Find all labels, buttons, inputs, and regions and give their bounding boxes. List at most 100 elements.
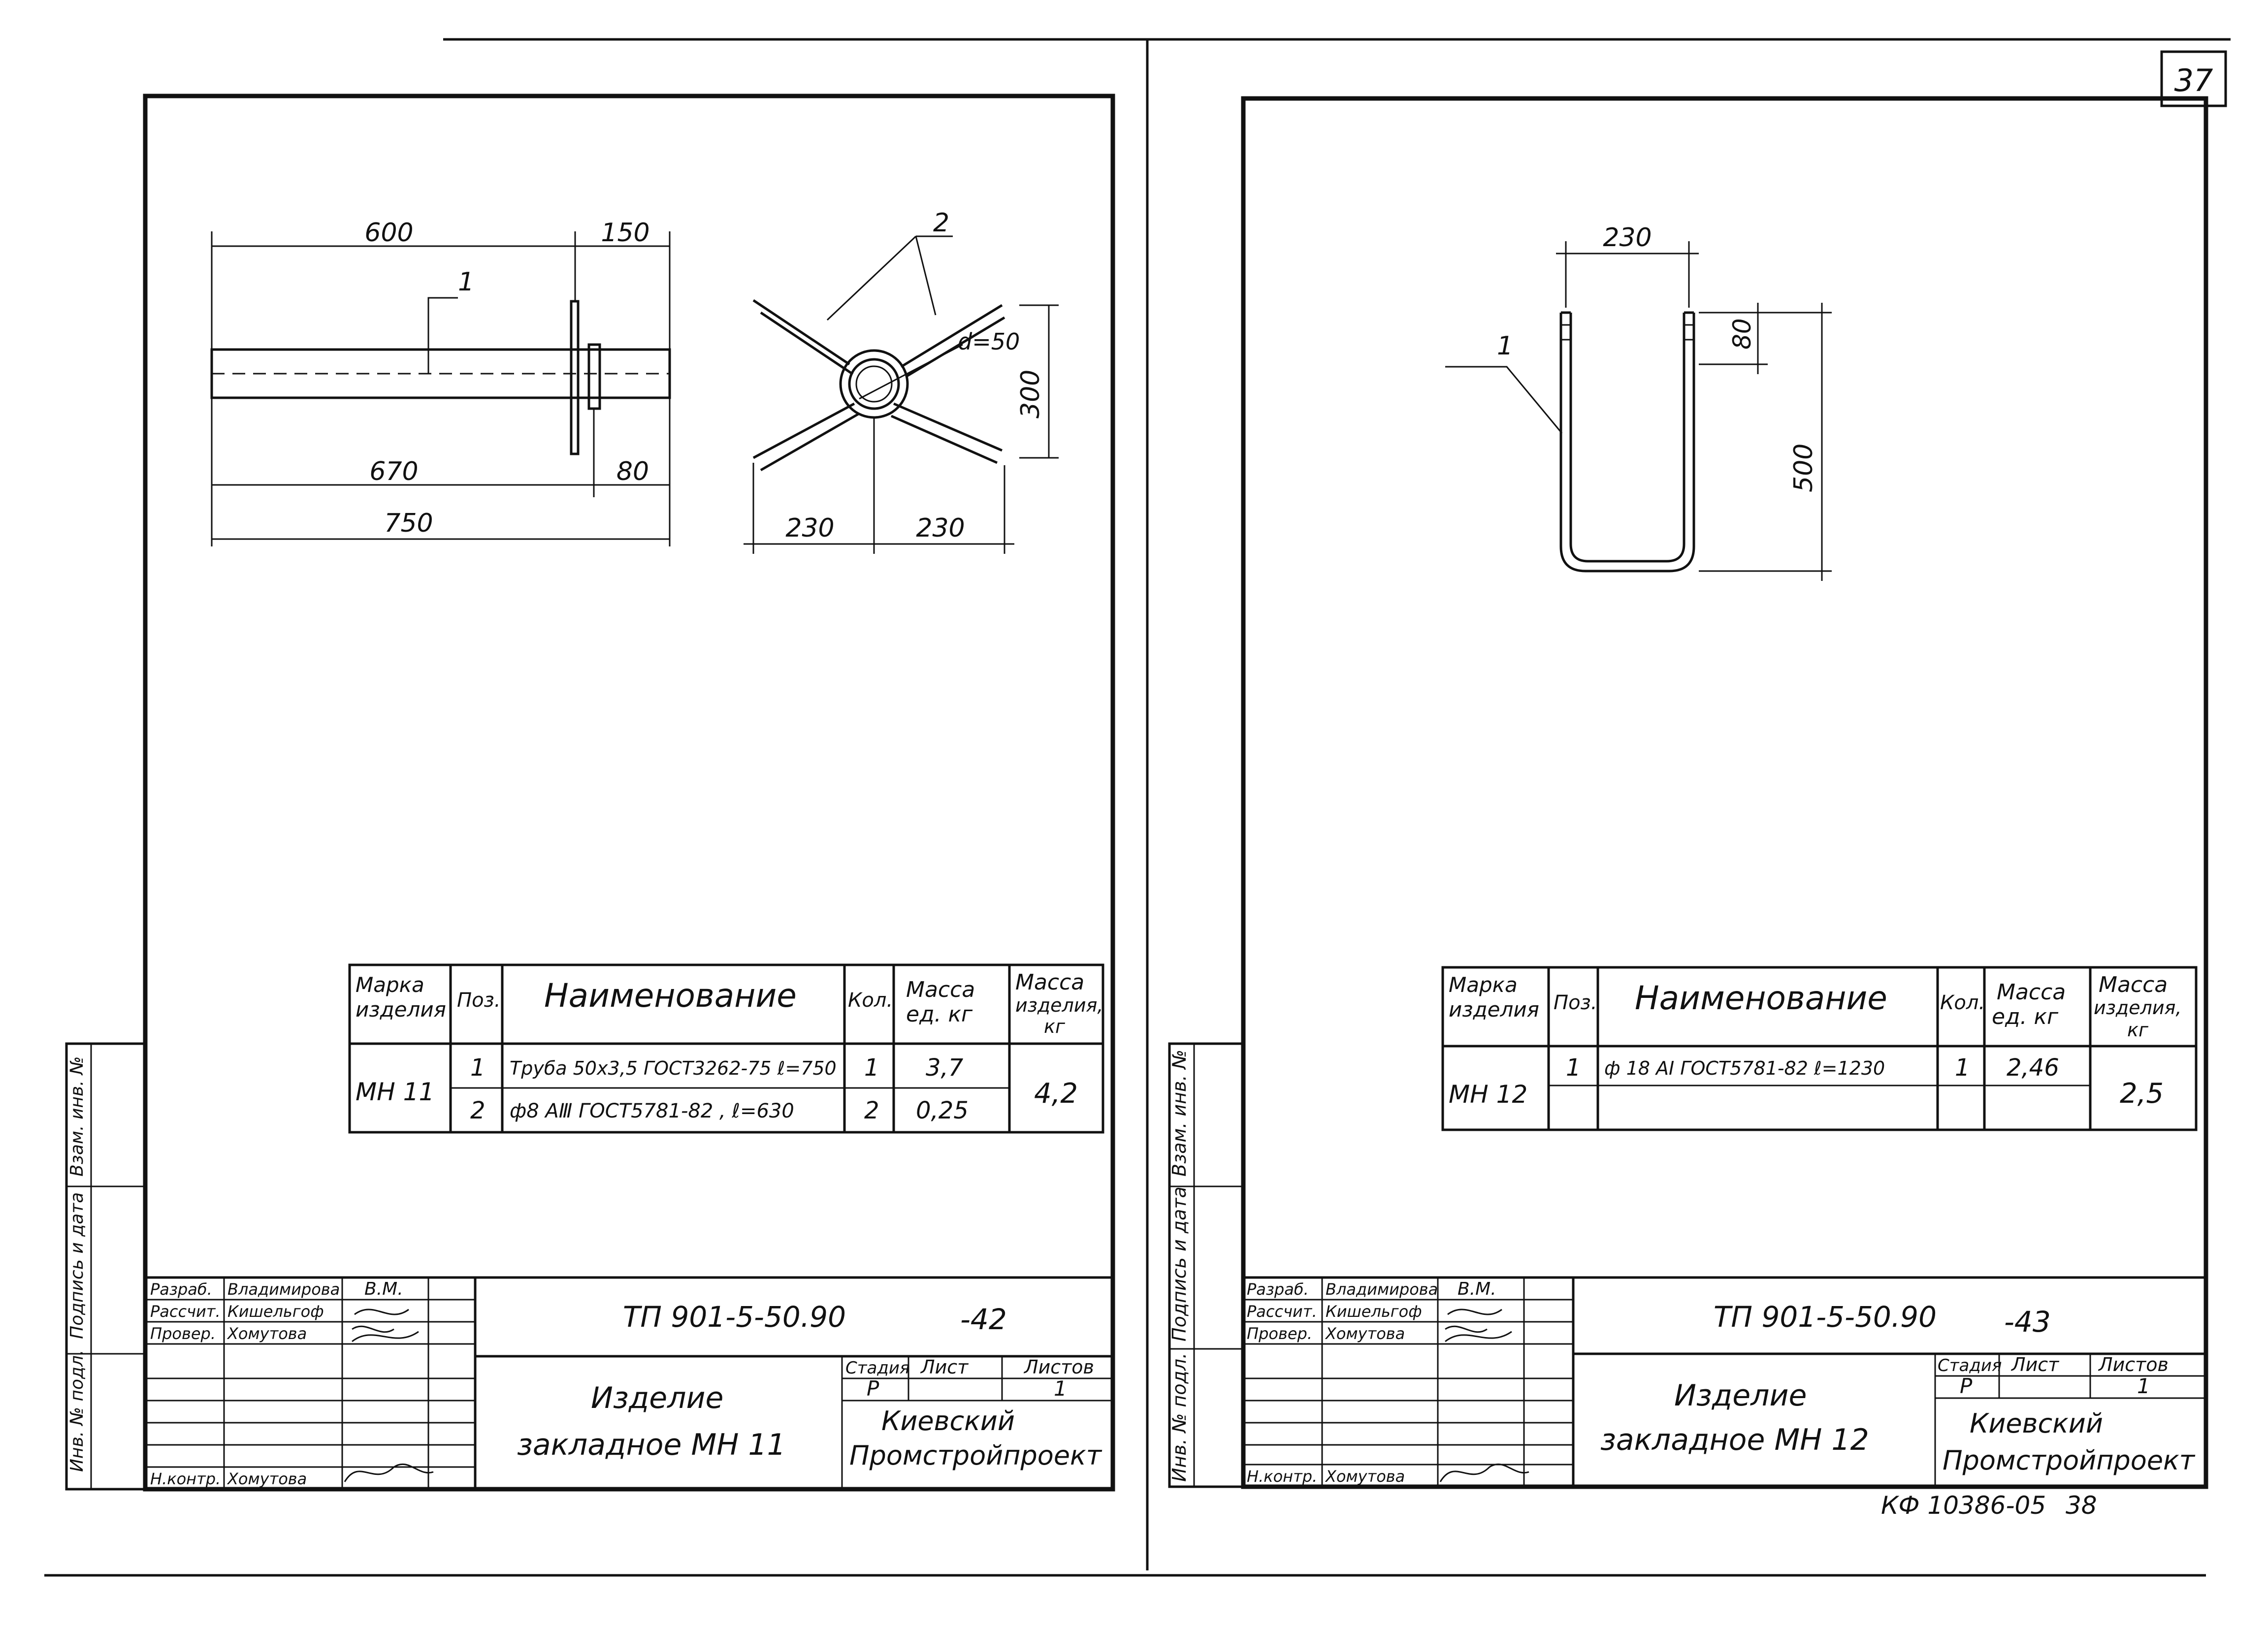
tb-left-code: ТП 901-5-50.90 <box>623 1300 846 1334</box>
dim-230-a: 230 <box>785 513 834 543</box>
spec-left-r2-mass: 0,25 <box>916 1097 969 1124</box>
tb-right-role-0: Разраб. <box>1247 1280 1309 1299</box>
spec-left-r2-qty: 2 <box>864 1097 879 1124</box>
spec-left-r1-mass: 3,7 <box>926 1054 964 1082</box>
spec-left-h-im-2: изделия, <box>1015 994 1103 1016</box>
tb-right-sheets: 1 <box>2137 1374 2150 1398</box>
tb-right-stage: Р <box>1960 1374 1973 1398</box>
spec-right-h-im-1: Масса <box>2099 972 2168 997</box>
spec-right-r1-mass: 2,46 <box>2007 1054 2059 1082</box>
left-side-label-inv: Инв. № подл. <box>67 1350 87 1472</box>
spec-right-h-im-2: изделия, <box>2094 997 2181 1019</box>
tb-left-sheet-code: -42 <box>960 1303 1007 1336</box>
spec-left-h-im-1: Масса <box>1015 970 1084 995</box>
tb-right-org-2: Промстройпроект <box>1943 1445 2196 1476</box>
spec-right-h-im-3: кг <box>2127 1019 2149 1041</box>
left-side-label-vzam: Взам. инв. № <box>67 1056 87 1177</box>
tb-right-signature-1 <box>1445 1309 1502 1333</box>
dim-230-u: 230 <box>1603 223 1652 253</box>
tb-left-org-1: Киевский <box>881 1405 1015 1436</box>
spec-right-h-um-2: ед. кг <box>1992 1004 2059 1029</box>
spec-right-r1-qty: 1 <box>1955 1054 1970 1082</box>
spec-left-h-mark-1: Марка <box>356 973 424 997</box>
right-side-strip: Инв. № подл. Подпись и дата Взам. инв. № <box>1168 1042 1245 1488</box>
right-side-label-vzam: Взам. инв. № <box>1168 1050 1190 1177</box>
spec-right-h-name: Наименование <box>1635 979 1887 1017</box>
tb-right-name-0: Владимирова <box>1326 1280 1438 1299</box>
tb-left-stage-label: Стадия <box>845 1358 909 1378</box>
dim-230-b: 230 <box>916 513 965 543</box>
tb-right-org-1: Киевский <box>1970 1408 2103 1439</box>
footer-number: 38 <box>2066 1491 2097 1520</box>
spec-left-total: 4,2 <box>1034 1078 1078 1110</box>
right-sheet: Инв. № подл. Подпись и дата Взам. инв. №… <box>1168 96 2208 1489</box>
tb-left-sheets: 1 <box>1054 1376 1067 1401</box>
tb-right-sign-0: В.М. <box>1458 1279 1496 1299</box>
spec-left-r2-name: ф8 АⅢ ГОСТ5781-82 , ℓ=630 <box>510 1100 794 1122</box>
spec-right-h-um-1: Масса <box>1997 980 2066 1005</box>
left-sheet-frame <box>143 94 1115 1492</box>
right-side-label-inv: Инв. № подл. <box>1168 1353 1190 1482</box>
spec-left-h-mark-2: изделия <box>356 997 446 1021</box>
left-side-strip: Инв. № подл. Подпись и дата Взам. инв. № <box>65 1042 147 1491</box>
u-bar-pos-1: 1 <box>1497 331 1513 361</box>
spec-left-r1-pos: 1 <box>470 1054 486 1082</box>
spec-right-h-pos: Поз. <box>1554 991 1597 1014</box>
pipe-section-view: 2 d=50 300 230 230 <box>744 208 1059 554</box>
title-block-right: Разраб. Владимирова В.М. Рассчит. Кишель… <box>1243 1276 2206 1487</box>
tb-right-sheets-label: Листов <box>2098 1354 2169 1375</box>
tb-left-org-2: Промстройпроект <box>849 1440 1102 1471</box>
dim-600: 600 <box>364 218 413 248</box>
tb-right-signature-3 <box>1439 1463 1529 1482</box>
tb-right-role-2: Провер. <box>1247 1324 1312 1343</box>
tb-right-role-3: Н.контр. <box>1247 1467 1317 1486</box>
dim-80-u: 80 <box>1728 318 1756 350</box>
left-side-label-sign: Подпись и дата <box>67 1192 87 1339</box>
spec-left-r1-name: Труба 50х3,5 ГОСТ3262-75 ℓ=750 <box>510 1057 837 1079</box>
tb-right-signature-2 <box>1445 1331 1512 1342</box>
spec-table-left: Марка изделия Поз. Наименование Кол. Мас… <box>348 963 1104 1134</box>
spec-left-h-um-2: ед. кг <box>906 1002 973 1027</box>
right-sheet-frame <box>1241 96 2208 1489</box>
pipe-elevation-view: 1 600 150 670 80 750 <box>210 218 671 546</box>
tb-right-role-1: Рассчит. <box>1247 1302 1317 1321</box>
tb-right-sheet-label: Лист <box>2010 1354 2060 1375</box>
tb-right-title-1: Изделие <box>1674 1378 1807 1413</box>
spec-right-h-mark-1: Марка <box>1449 973 1518 997</box>
dim-500: 500 <box>1789 444 1818 492</box>
tb-right-sheet-code: -43 <box>2004 1305 2051 1339</box>
spec-left-h-im-3: кг <box>1044 1016 1066 1037</box>
right-side-label-sign: Подпись и дата <box>1168 1186 1190 1341</box>
tb-left-role-1: Рассчит. <box>150 1302 221 1321</box>
footer-code: КФ 10386-05 <box>1881 1491 2046 1520</box>
tb-left-signature-2 <box>352 1331 419 1342</box>
title-block-left: Разраб. Владимирова В.М. Рассчит. Кишель… <box>145 1276 1113 1489</box>
dim-670: 670 <box>369 457 418 486</box>
spec-left-r1-qty: 1 <box>864 1054 879 1082</box>
tb-left-role-2: Провер. <box>150 1324 216 1343</box>
page-frame <box>44 38 2231 1577</box>
dim-80-left: 80 <box>616 457 649 486</box>
spec-left-h-name: Наименование <box>544 977 797 1015</box>
tb-right-name-2: Хомутова <box>1325 1324 1405 1343</box>
tb-right-code: ТП 901-5-50.90 <box>1714 1300 1937 1334</box>
spec-left-h-qty: Кол. <box>848 989 893 1012</box>
spec-right-mark: МН 12 <box>1449 1080 1527 1109</box>
spec-right-h-mark-2: изделия <box>1449 997 1539 1021</box>
tb-left-sheet-label: Лист <box>920 1356 969 1378</box>
page-number: 37 <box>2174 63 2213 98</box>
tb-left-sign-0: В.М. <box>364 1279 403 1299</box>
tb-left-title-1: Изделие <box>591 1381 723 1415</box>
spec-left-h-um-1: Масса <box>906 977 975 1002</box>
tb-right-name-3: Хомутова <box>1325 1467 1405 1486</box>
tb-left-role-3: Н.контр. <box>150 1469 221 1488</box>
pipe-pos-1: 1 <box>458 267 474 297</box>
tb-right-title-2: закладное МН 12 <box>1600 1423 1869 1457</box>
tb-right-name-1: Кишельгоф <box>1326 1302 1422 1321</box>
tb-left-name-3: Хомутова <box>227 1469 307 1488</box>
spec-left-r2-pos: 2 <box>470 1097 486 1124</box>
tb-left-signature-3 <box>344 1463 434 1482</box>
spec-table-right: Марка изделия Поз. Наименование Кол. Мас… <box>1441 966 2198 1131</box>
tb-left-sheets-label: Листов <box>1023 1356 1094 1378</box>
left-sheet: Инв. № подл. Подпись и дата Взам. инв. №… <box>65 94 1115 1492</box>
